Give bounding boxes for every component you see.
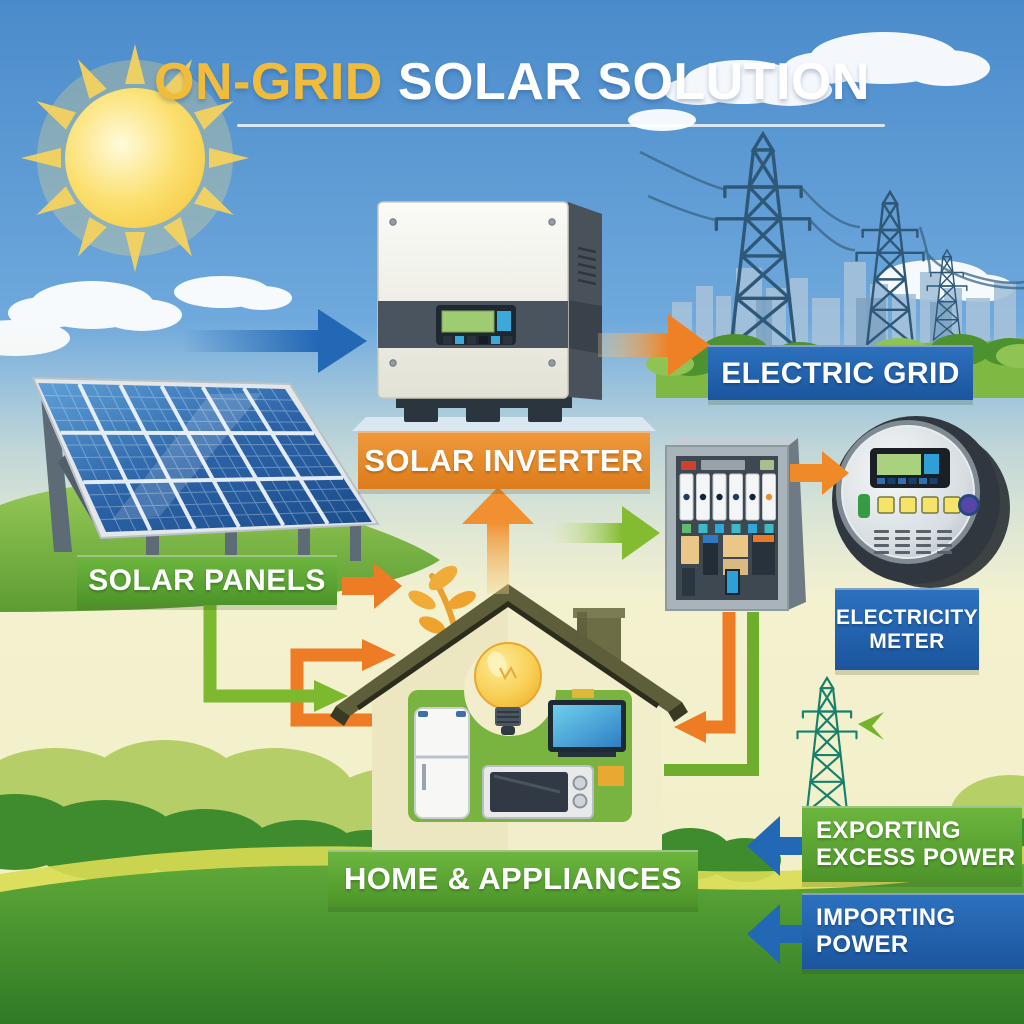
electricity-meter-unit — [832, 416, 1010, 588]
page-title: ON-GRID SOLAR SOLUTION — [0, 52, 1024, 112]
title-highlight: ON-GRID — [154, 53, 383, 111]
arrow-house-to-breaker — [550, 506, 660, 560]
arrow-house-to-inverter — [462, 487, 534, 594]
breaker-lower-modules — [681, 533, 775, 596]
small-green-arrow-icon — [858, 712, 884, 740]
breaker-panel-unit — [665, 438, 806, 611]
meter-display — [870, 448, 950, 488]
solar-inverter-unit — [352, 201, 656, 431]
electric-grid-label: ELECTRIC GRID — [708, 345, 973, 400]
inverter-display — [436, 305, 516, 345]
solar-panel-array — [31, 376, 380, 586]
microwave-icon — [482, 765, 594, 819]
orange-box — [598, 766, 624, 786]
transmission-tower-icon — [639, 132, 1024, 348]
house-illustration — [330, 584, 688, 853]
solar-inverter-label: SOLAR INVERTER — [358, 431, 650, 489]
electricity-meter-label: ELECTRICITY METER — [835, 588, 979, 670]
refrigerator-icon — [414, 707, 470, 819]
arrow-inverter-to-grid — [598, 314, 710, 376]
light-bulb-icon — [474, 642, 542, 735]
title-underline — [237, 124, 885, 127]
exporting-excess-power-label: EXPORTING EXCESS POWER — [802, 806, 1022, 882]
arrow-breaker-to-meter — [790, 451, 849, 495]
sun-icon — [21, 44, 249, 272]
title-rest: SOLAR SOLUTION — [382, 53, 870, 111]
arrow-panels-label-right — [342, 563, 402, 609]
tv-icon — [548, 689, 626, 757]
importing-power-label: IMPORTING POWER — [802, 893, 1024, 969]
arrow-sun-to-inverter — [182, 309, 367, 373]
arrow-panels-to-house-green — [203, 605, 348, 712]
breaker-switches — [679, 473, 776, 521]
power-lines — [639, 150, 1024, 290]
arrow-breaker-to-house-orange — [674, 612, 736, 743]
roof — [330, 584, 688, 726]
home-appliances-label: HOME & APPLIANCES — [328, 850, 698, 907]
arrow-export — [747, 816, 806, 876]
house-interior — [408, 642, 632, 822]
wire-breaker-to-house-green — [664, 612, 759, 776]
solar-panels-label: SOLAR PANELS — [77, 555, 337, 605]
arrow-import — [747, 904, 806, 964]
